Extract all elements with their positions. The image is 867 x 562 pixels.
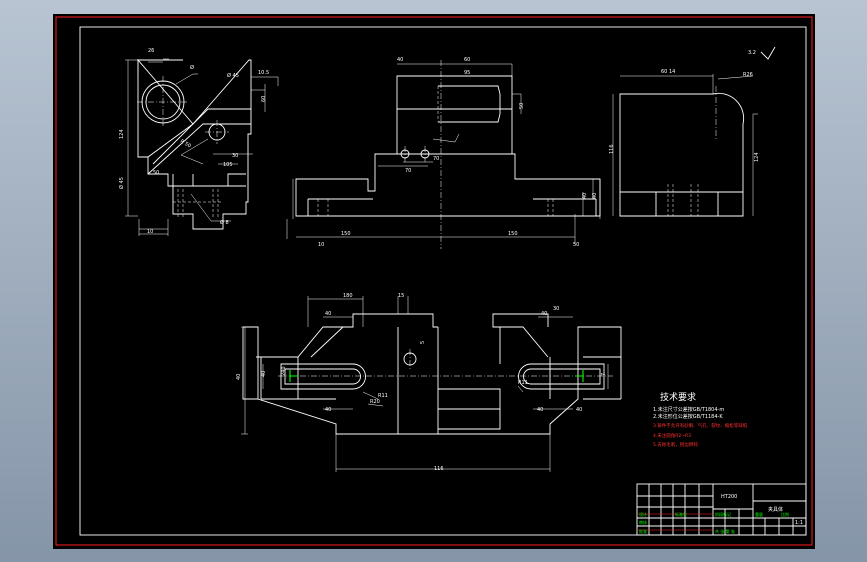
top-view-dimension-label: 240	[281, 366, 287, 376]
note-line-1: 1.未注尺寸公差按GB/T1804-m	[653, 406, 724, 413]
top-view-dimension-label: 40	[576, 407, 582, 413]
title-block-weight-label: 重量	[755, 511, 763, 517]
top-view-dimension-label: 7	[53, 14, 56, 16]
top-view-dimension-label: 7	[601, 373, 607, 376]
top-view-dimension-label: R11	[518, 380, 528, 386]
surface-finish-value: 3.2	[748, 50, 756, 56]
top-view-dimension-label: 40	[541, 311, 547, 317]
top-view-dimension-label: 30	[553, 306, 559, 312]
front-view-dimension-label: 95	[464, 70, 470, 76]
top-view-dimension-label: 40	[537, 407, 543, 413]
note-line-4: 4.未注圆角R2~R3	[653, 432, 691, 439]
top-view-dimension-label: 40	[325, 311, 331, 317]
sheet-border	[55, 16, 813, 546]
title-block-part-name: 夹具体	[768, 506, 783, 513]
left-view-labels: 26Ø Ø 45 10.5 60 124 Ø 45 105 R 50 30 Ø 8 10 50	[118, 48, 269, 235]
top-view-dimension-label: R11	[378, 393, 388, 399]
right-view-dimension-label: 116	[609, 144, 615, 154]
inner-frame	[79, 26, 807, 536]
right-view: 60 14 R26 116 124	[609, 69, 760, 217]
front-view-dimension-label: 40	[397, 57, 403, 63]
title-block-sheet-label: 共 张 第 张	[715, 528, 735, 534]
front-view-dimension-label: 70	[433, 156, 439, 162]
top-view-dimension-label: 40	[236, 374, 242, 380]
front-view-dimension-label: 150	[341, 231, 351, 237]
title-block-scale: 1:1	[795, 520, 803, 526]
title-block-stage-label: 阶段标记	[715, 511, 731, 517]
top-view-dimension-label: 5	[420, 341, 426, 344]
right-view-dimension-label: 124	[754, 152, 760, 162]
left-view-dimension-label: Ø 8	[220, 219, 229, 226]
left-view-dimension-label: Ø	[190, 64, 194, 71]
top-view-dimension-label: 180	[343, 293, 353, 299]
front-view-dimension-label: 40	[582, 193, 588, 199]
front-view-dimension-label: 40	[592, 193, 598, 199]
title-block-material: HT200	[721, 494, 737, 500]
surface-finish-symbol: 3.2	[748, 46, 776, 60]
left-view-dimension-label: 10.5	[258, 70, 269, 76]
front-view: 40 60 95 70 70 50 40 40 150 150 10 50	[286, 57, 601, 249]
front-view-dimension-label: 10	[318, 242, 324, 248]
top-view-labels: 18015404030540R11R204040R11404011624077	[53, 14, 607, 472]
left-view: 26Ø Ø 45 10.5 60 124 Ø 45 105 R 50 30 Ø 8 10 50	[118, 48, 279, 236]
right-view-dimension-label: 60 14	[661, 69, 675, 75]
front-view-dimension-label: 50	[573, 242, 579, 248]
left-view-dimension-label: 105	[223, 162, 233, 168]
front-view-dimension-label: 60	[464, 57, 470, 63]
front-view-dimension-label: 70	[405, 168, 411, 174]
left-view-dimension-label: 60	[261, 96, 267, 102]
right-view-dimension-label: R26	[743, 72, 753, 78]
left-view-dimension-label: R 50	[179, 139, 192, 150]
note-line-5: 5.去除毛刺，锐边倒钝	[653, 441, 698, 448]
title-block-standard-label: 标准化	[675, 511, 687, 517]
front-view-labels: 40 60 95 70 70 50 40 40 150 150 10 50	[318, 57, 598, 248]
left-view-dimension-label: 26	[148, 48, 154, 54]
title-block-designed-label: 设计	[639, 511, 647, 517]
top-view-dimension-label: 40	[261, 371, 267, 377]
left-view-dimension-label: 10	[147, 229, 153, 235]
top-view-dimension-label: 116	[434, 466, 444, 472]
title-block-checked-label: 审核	[639, 519, 647, 525]
title-block: HT200 夹具体 设计 审核 批准 标准化 阶段标记 重量 比例 1:1 共 …	[636, 483, 807, 536]
title-block-scale-label: 比例	[781, 511, 789, 517]
notes-title: 技术要求	[660, 391, 696, 403]
left-view-dimension-label: 30	[232, 153, 238, 159]
left-view-dimension-label: Ø 45	[227, 72, 239, 79]
front-view-dimension-label: 150	[508, 231, 518, 237]
front-view-dimension-label: 50	[519, 103, 525, 109]
left-view-dimension-label: 124	[119, 129, 125, 139]
left-view-dimension-label: 50	[153, 170, 159, 176]
technical-notes: 技术要求 1.未注尺寸公差按GB/T1804-m 2.未注形位公差按GB/T11…	[653, 391, 748, 448]
note-line-3: 3.铸件不允许有砂眼、气孔、裂纹、缩松等缺陷	[653, 422, 748, 429]
note-line-2: 2.未注形位公差按GB/T1184-K	[653, 413, 723, 420]
left-view-dimension-label: Ø 45	[118, 177, 125, 189]
top-view-dimension-label: 15	[398, 293, 404, 299]
right-view-labels: 60 14 R26 116 124	[609, 69, 760, 162]
top-view-dimension-label: R20	[370, 399, 380, 405]
title-block-approved-label: 批准	[639, 528, 647, 534]
top-view-dimension-label: 40	[325, 407, 331, 413]
top-view: 18015404030540R11R204040R11404011624077	[53, 14, 622, 472]
